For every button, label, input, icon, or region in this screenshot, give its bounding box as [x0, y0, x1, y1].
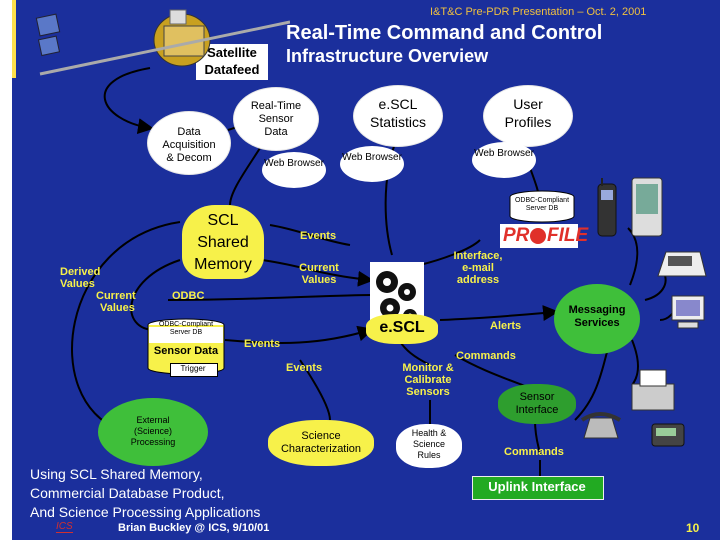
ics-logo: ICS [56, 521, 73, 533]
slide-left-frame-accent [12, 0, 16, 78]
web-browser-node-3 [472, 142, 536, 178]
user-profiles-label-2: Profiles [504, 114, 552, 130]
external-label-1: External [136, 415, 170, 425]
current-values-left-label-2: Values [100, 302, 135, 314]
events-label-3: Events [286, 362, 323, 374]
derived-values-label-2: Values [60, 278, 95, 290]
sensor-interface-label-2: Interface [515, 404, 559, 416]
health-rules-label-3: Rules [417, 450, 441, 460]
trigger-label: Trigger [180, 364, 206, 373]
web-browser-node-2 [340, 146, 404, 182]
page-number: 10 [686, 521, 700, 535]
computer-icon [671, 295, 705, 329]
fax-icon [631, 369, 675, 411]
sensor-interface-label-1: Sensor [519, 391, 555, 403]
escl-statistics-node [354, 86, 442, 146]
escl-engine-node [366, 314, 438, 344]
realtime-sensor-node [234, 88, 318, 150]
events-label-1: Events [300, 230, 337, 242]
profile-logo-pre: PR [503, 225, 530, 246]
science-char-label-1: Science [301, 430, 341, 442]
uplink-interface-label: Uplink Interface [488, 479, 586, 494]
page-title-line-1: Real-Time Command and Control [286, 22, 603, 44]
satellite-label-2: Datafeed [204, 62, 260, 77]
shared-memory-label-2: Shared [197, 234, 249, 251]
odbc-server-left-label-2: Server DB [169, 329, 203, 336]
profile-logo-post: FILE [547, 225, 589, 246]
commands-label-1: Commands [456, 350, 516, 362]
derived-values-label-1: Derived [60, 266, 101, 278]
science-characterization-node [268, 420, 374, 466]
shared-memory-label-3: Memory [194, 256, 252, 273]
realtime-sensor-label-1: Real-Time [250, 100, 302, 112]
web-browser-label-3: Web Browser [474, 148, 534, 159]
web-browser-label-2: Web Browser [342, 152, 402, 163]
presentation-subtitle: I&T&C Pre-PDR Presentation – Oct. 2, 200… [430, 6, 647, 18]
escl-statistics-label-1: e.SCL [378, 96, 418, 112]
page-title-line-2: Infrastructure Overview [286, 46, 489, 66]
science-char-label-2: Characterization [280, 443, 362, 455]
odbc-server-db-left [147, 318, 225, 375]
desk-phone-icon [657, 251, 707, 277]
telephone-icon [580, 412, 622, 439]
odbc-server-db-top [509, 190, 575, 223]
interface-label-2: e-mail [462, 262, 494, 274]
mobile-phone-icon [597, 178, 617, 237]
pda-icon [631, 177, 663, 237]
health-rules-label-1: Health & [411, 428, 447, 438]
data-acquisition-label-2: Acquisition [162, 139, 216, 151]
alerts-label: Alerts [490, 320, 522, 332]
sensor-data-label: Sensor Data [153, 345, 219, 357]
pager-icon [651, 423, 685, 447]
sensor-interface-node [498, 384, 576, 424]
caption-line-2: Commercial Database Product, [30, 485, 225, 501]
slide-left-frame [0, 0, 12, 540]
uplink-interface-box [472, 476, 604, 500]
interface-label-3: address [456, 274, 500, 286]
web-browser-node-1 [262, 152, 326, 188]
trigger-box [170, 363, 218, 377]
commands-label-2: Commands [504, 446, 564, 458]
web-browser-label-1: Web Browser [264, 158, 324, 169]
health-rules-node [396, 424, 462, 468]
odbc-server-top-label-1: ODBC-Compliant [514, 197, 570, 204]
caption-line-1: Using SCL Shared Memory, [30, 466, 203, 482]
shared-memory-label-1: SCL [207, 212, 239, 229]
escl-engine-label: e.SCL [379, 319, 425, 336]
messaging-label-2: Services [574, 317, 620, 329]
satellite-icon [35, 9, 290, 76]
interface-label-1: Interface, [453, 250, 503, 262]
external-label-2: (Science) [133, 426, 172, 436]
escl-statistics-label-2: Statistics [369, 114, 426, 130]
realtime-sensor-label-2: Sensor [258, 113, 294, 125]
user-profiles-node [484, 86, 572, 146]
messaging-services-node [554, 284, 640, 354]
external-label-3: Processing [130, 437, 176, 447]
monitor-label-1: Monitor & [402, 362, 454, 374]
data-acquisition-node [148, 112, 230, 174]
external-processing-node [98, 398, 208, 466]
monitor-label-3: Sensors [406, 386, 450, 398]
health-rules-label-2: Science [412, 439, 446, 449]
current-values-mid-label-1: Current [299, 262, 339, 274]
satellite-label-1: Satellite [207, 45, 257, 60]
monitor-label-2: Calibrate [404, 374, 452, 386]
events-label-2: Events [244, 338, 281, 350]
odbc-server-top-label-2: Server DB [525, 205, 559, 212]
caption-line-3: And Science Processing Applications [30, 504, 261, 520]
data-acquisition-label-1: Data [177, 126, 201, 138]
user-profiles-label-1: User [513, 96, 543, 112]
realtime-sensor-label-3: Data [264, 126, 288, 138]
odbc-server-left-label-1: ODBC-Compliant [158, 321, 214, 328]
data-acquisition-label-3: & Decom [166, 152, 212, 164]
current-values-left-label-1: Current [96, 290, 136, 302]
odbc-label: ODBC [172, 290, 205, 302]
profile-logo-o [530, 228, 546, 244]
author-credit: Brian Buckley @ ICS, 9/10/01 [118, 522, 270, 534]
shared-memory-node [182, 205, 264, 279]
current-values-mid-label-2: Values [301, 274, 337, 286]
messaging-label-1: Messaging [568, 304, 626, 316]
